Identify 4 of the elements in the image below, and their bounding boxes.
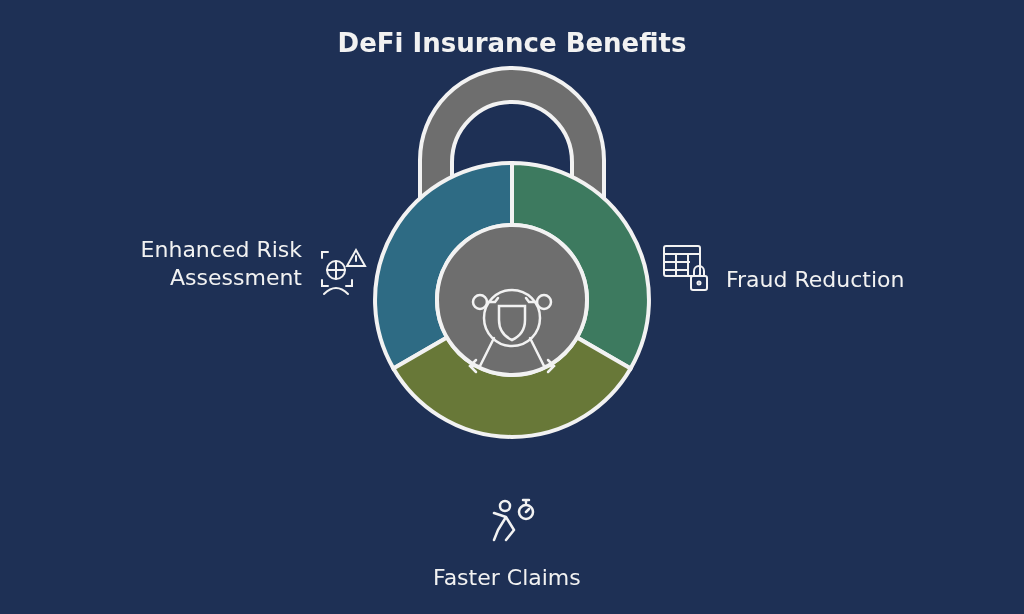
benefit-label: Fraud Reduction — [726, 266, 905, 294]
benefit-label: Faster Claims — [433, 564, 581, 592]
benefit-label: Enhanced Risk Assessment — [139, 236, 302, 292]
title: DeFi Insurance Benefits — [337, 28, 687, 58]
